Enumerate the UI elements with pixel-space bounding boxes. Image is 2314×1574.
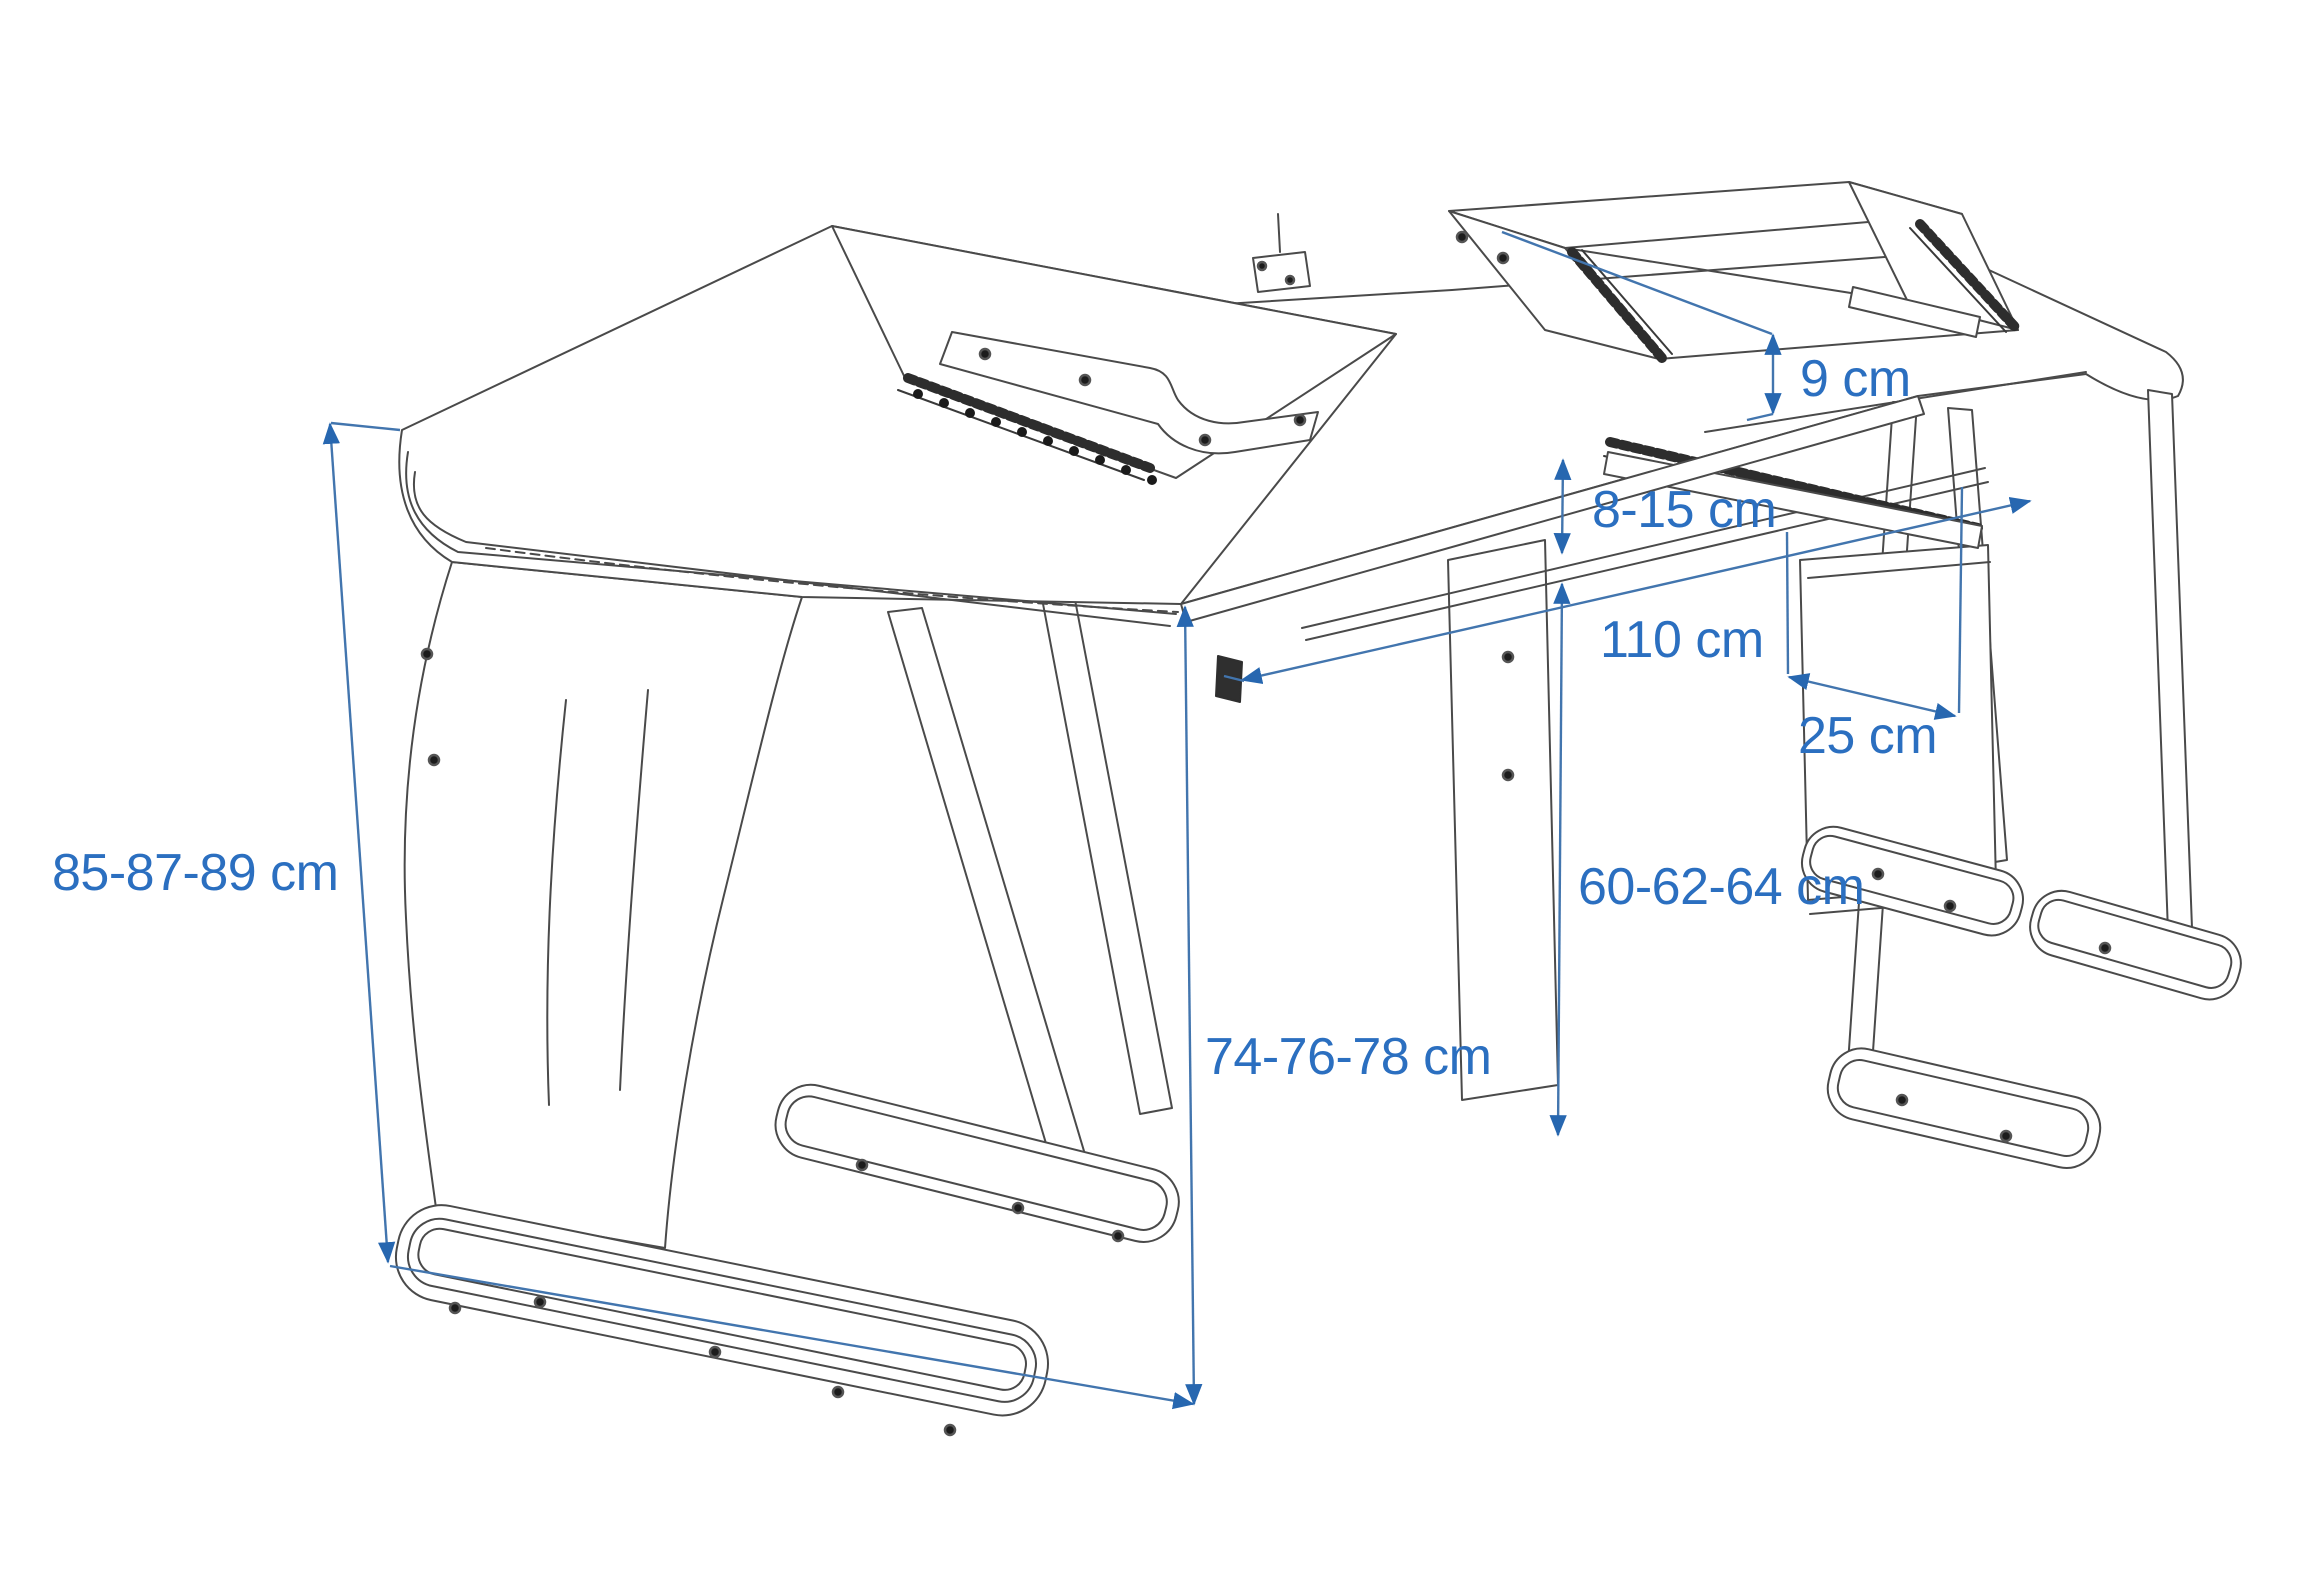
screws (420, 230, 2112, 1437)
left-rear-foot (774, 1083, 1180, 1243)
dim-line-floor (389, 1264, 1195, 1410)
dim-line-110 (1223, 496, 2032, 685)
right-outer-foot (2029, 889, 2242, 1001)
left-wing-console (398, 225, 1397, 627)
right-rack-shelf (1252, 181, 2021, 363)
left-front-leg-panel (403, 561, 803, 1249)
left-rear-leg-bars (887, 583, 1173, 1205)
right-rear-foot (1801, 825, 2024, 937)
left-front-foot (394, 1204, 1050, 1417)
shelf-left-rack-rail (1567, 247, 1667, 363)
dimension-lines (322, 230, 2032, 1410)
dim-label-85-87-89: 85-87-89 cm (52, 844, 339, 902)
desktop-small-bracket (1252, 251, 1311, 293)
desk-drawing (394, 181, 2242, 1437)
dim-line-9 (1501, 230, 1782, 422)
dim-label-74-76-78: 74-76-78 cm (1205, 1028, 1492, 1086)
dim-line-25 (1785, 486, 1964, 720)
dim-label-8-15: 8-15 cm (1592, 481, 1777, 539)
wing-mixer-bay (831, 225, 1397, 479)
shelf-inner-bracket (1848, 286, 1981, 338)
dim-label-9: 9 cm (1800, 350, 1911, 408)
dim-line-74-76-78 (1176, 605, 1203, 1406)
dim-line-85-87-89 (322, 421, 401, 1264)
dim-line-8-15 (1553, 458, 1572, 555)
tray-slide-end (1215, 655, 1243, 703)
wing-rack-rail (903, 373, 1155, 473)
dim-label-110: 110 cm (1600, 611, 1764, 669)
dim-label-60-62-64: 60-62-64 cm (1578, 858, 1865, 916)
dim-line-60-62-64 (1549, 582, 1571, 1137)
shelf-right-rack-rail (1915, 219, 2021, 333)
dim-label-25: 25 cm (1798, 707, 1938, 765)
wing-rail-holes (913, 389, 1157, 485)
right-front-foot (1826, 1047, 2102, 1169)
wing-support-bracket (939, 331, 1319, 455)
